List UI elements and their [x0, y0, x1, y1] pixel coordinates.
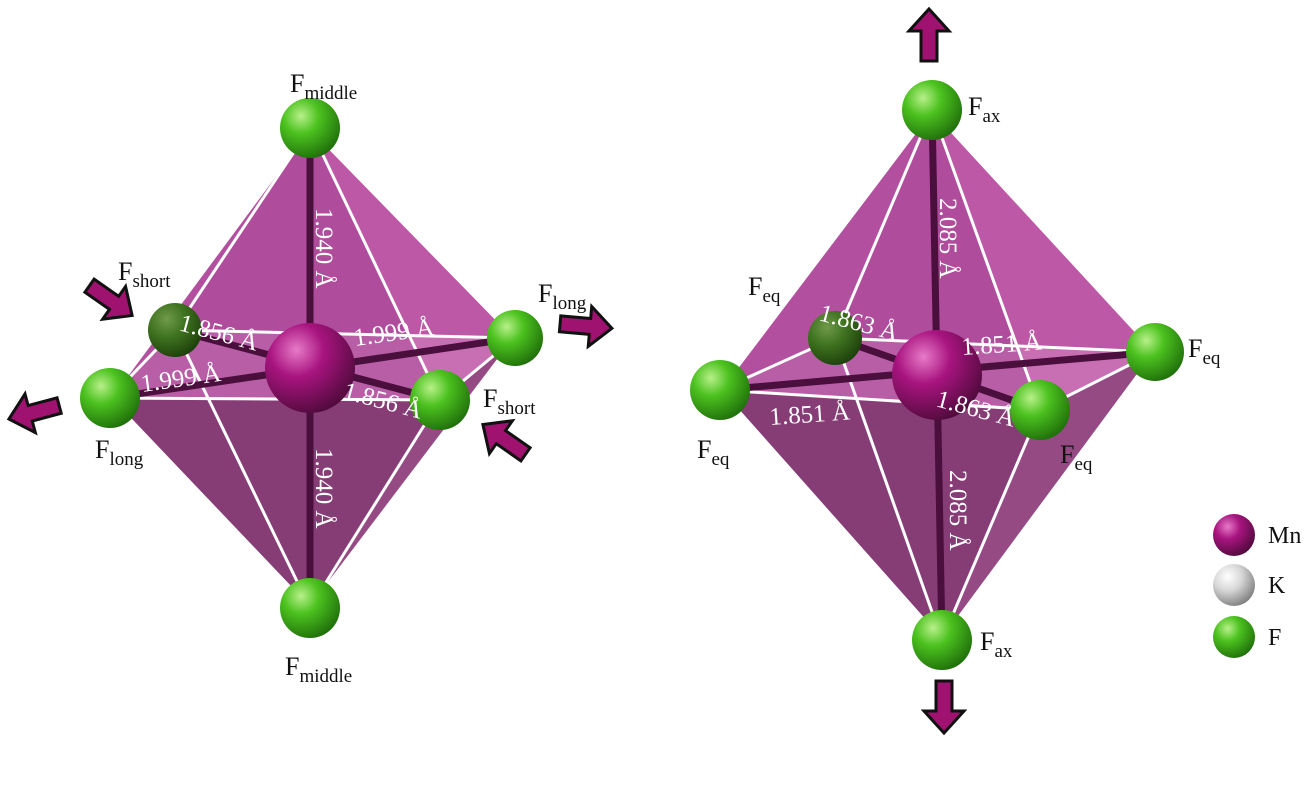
bond-label-ax-bottom: 2.085 Å — [944, 470, 971, 551]
f-eq-front-atom — [1010, 380, 1070, 440]
f-long-left-atom — [80, 368, 140, 428]
f-eq-right-atom — [1126, 323, 1184, 381]
legend-item-k: K — [1213, 564, 1286, 606]
f-long-left-label: Flong — [95, 435, 144, 470]
legend-item-f: F — [1213, 616, 1281, 658]
right-arrows — [905, 6, 968, 736]
f-ax-top-atom — [902, 80, 962, 140]
f-ax-bottom-atom — [912, 610, 972, 670]
f-eq-back-left-atom — [808, 311, 862, 365]
f-long-right-label: Flong — [538, 279, 587, 314]
bond-label-eq-left: 1.851 Å — [769, 398, 851, 431]
mn-atom-right — [892, 330, 982, 420]
left-face-upper-right — [310, 128, 515, 400]
bond-label-ax-top: 2.085 Å — [934, 198, 961, 279]
left-octahedron: 1.940 Å 1.940 Å 1.856 Å 1.856 Å 1.999 Å … — [6, 69, 615, 687]
legend-f-label: F — [1268, 625, 1281, 651]
f-middle-top-label: Fmiddle — [290, 69, 357, 104]
arrow-short-left-icon — [82, 277, 134, 322]
arrow-long-left-icon — [6, 390, 64, 436]
f-middle-top-atom — [280, 98, 340, 158]
f-eq-left-atom — [690, 360, 750, 420]
arrow-long-right-icon — [557, 303, 615, 350]
f-ax-bottom-label: Fax — [980, 627, 1013, 662]
mn-atom-left — [265, 323, 355, 413]
legend-mn-swatch — [1213, 514, 1255, 556]
f-short-left-atom — [148, 303, 202, 357]
legend-f-swatch — [1213, 616, 1255, 658]
f-ax-top-label: Fax — [968, 92, 1001, 127]
f-short-left-label: Fshort — [118, 257, 171, 292]
f-eq-back-left-label: Feq — [748, 272, 781, 307]
f-eq-left-label: Feq — [697, 435, 730, 470]
bond-label-top: 1.940 Å — [310, 208, 337, 289]
right-octahedron: 2.085 Å 2.085 Å 1.863 Å 1.863 Å 1.851 Å … — [690, 6, 1221, 736]
right-face-upper-right — [932, 110, 1155, 410]
legend-k-label: K — [1268, 573, 1286, 599]
right-face-lower-front — [720, 390, 1040, 640]
bond-label-bottom: 1.940 Å — [310, 448, 337, 529]
f-short-right-atom — [410, 370, 470, 430]
f-middle-bottom-label: Fmiddle — [285, 652, 352, 687]
legend-k-swatch — [1213, 564, 1255, 606]
legend: Mn K F — [1213, 514, 1301, 658]
arrow-ax-up-icon — [905, 6, 953, 63]
f-eq-right-label: Feq — [1188, 334, 1221, 369]
f-short-right-label: Fshort — [483, 384, 536, 419]
f-middle-bottom-atom — [280, 578, 340, 638]
legend-mn-label: Mn — [1268, 523, 1301, 549]
arrow-ax-down-icon — [920, 679, 968, 736]
right-face-upper-front — [720, 110, 1040, 410]
left-arrows — [6, 277, 615, 463]
arrow-short-right-icon — [481, 418, 533, 463]
left-face-lower-front — [110, 398, 440, 608]
f-long-right-atom — [487, 310, 543, 366]
legend-item-mn: Mn — [1213, 514, 1301, 556]
bond-label-eq-right: 1.851 Å — [961, 328, 1043, 361]
f-eq-front-label: Feq — [1060, 440, 1093, 475]
